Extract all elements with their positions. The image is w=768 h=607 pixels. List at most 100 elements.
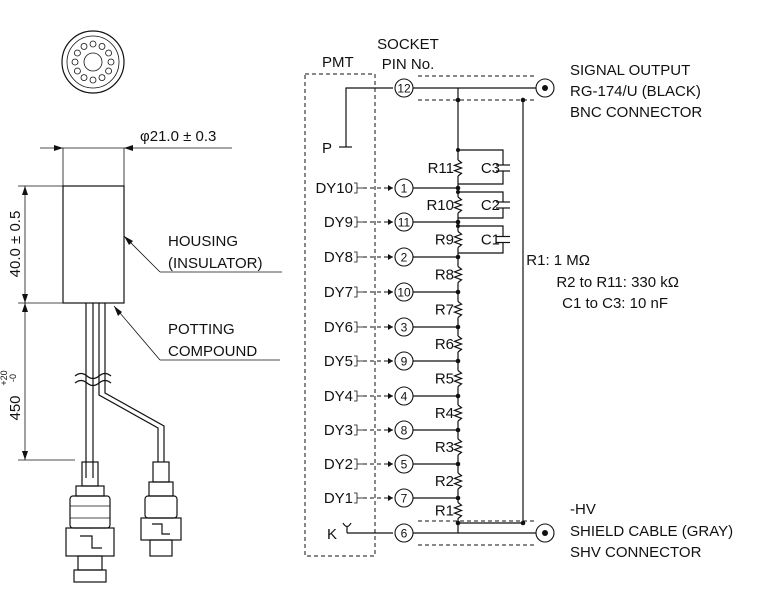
cable-tolerance-minus: -0 (8, 374, 18, 382)
dynode-dy2: DY2 5 (324, 454, 461, 474)
cable-length-label: 450 (7, 395, 24, 420)
cables (74, 303, 165, 478)
capacitor-label: C2 (481, 197, 500, 214)
hv-label: -HV (570, 501, 596, 518)
resistor-label: R8 (435, 267, 454, 284)
shv-connector-label: SHV CONNECTOR (570, 544, 702, 561)
signal-coax (418, 75, 555, 523)
resistor-r7: R7 (435, 292, 464, 327)
voltage-divider-schematic: PMT SOCKET PIN No. P 12 SIGNAL OUTPUT RG… (304, 36, 733, 561)
resistor-r4: R4 (435, 396, 464, 430)
socket-pin-hole (107, 58, 115, 66)
pin-no-label: PIN No. (382, 56, 435, 73)
cathode-pin-number: 6 (401, 527, 408, 541)
resistor-r8: R8 (435, 257, 464, 292)
r2-r11-value-label: R2 to R11: 330 kΩ (556, 274, 679, 291)
resistor-r2: R2 (435, 464, 464, 498)
pin-number: 7 (401, 492, 408, 506)
dynode-label: DY8 (324, 249, 353, 266)
dynode-label: DY3 (324, 422, 353, 439)
capacitor-label: C3 (481, 160, 500, 177)
pin-number: 2 (401, 251, 408, 265)
anode-label: P (322, 140, 332, 157)
dynode-label: DY9 (324, 214, 353, 231)
socket-pin-hole (105, 67, 112, 75)
resistor-label: R4 (435, 405, 454, 422)
cable-length-dimension: 450 +20 -0 (0, 303, 75, 461)
capacitor-c1: C1 (456, 224, 510, 254)
pin-number: 1 (401, 182, 408, 196)
resistor-label: R10 (426, 197, 454, 214)
capacitor-c2: C2 (456, 190, 510, 219)
pin-number: 3 (401, 321, 408, 335)
resistor-label: R11 (428, 160, 454, 177)
anode-pin-number: 12 (397, 82, 411, 96)
pin-number: 11 (398, 216, 411, 230)
cable-tolerance-plus: +20 (0, 370, 9, 385)
anode-p: P 12 (322, 78, 536, 157)
socket-face-view (61, 30, 125, 94)
dynode-label: DY10 (315, 180, 353, 197)
mechanical-drawing: φ21.0 ± 0.3 40.0 ± 0.5 450 +20 -0 (0, 30, 282, 583)
housing-label-1: HOUSING (168, 233, 238, 250)
potting-callout: POTTING COMPOUND (113, 305, 280, 361)
housing-label-2: (INSULATOR) (168, 255, 262, 272)
r1-value-label: R1: 1 MΩ (526, 252, 590, 269)
resistor-r11: R11 (428, 100, 464, 188)
pin-number: 5 (401, 458, 408, 472)
dynode-label: DY1 (324, 490, 353, 507)
housing-body (62, 185, 125, 304)
socket-pin-hole (71, 58, 79, 66)
pin-number: 8 (401, 424, 408, 438)
dynode-dy10: DY10 1 (315, 178, 461, 198)
socket-pin-hole (80, 74, 88, 81)
resistor-r3: R3 (435, 430, 464, 464)
dynode-dy8: DY8 2 (324, 247, 461, 267)
housing-callout: HOUSING (INSULATOR) (123, 233, 282, 273)
bnc-connector-drawing (140, 461, 182, 557)
dynode-dy1: DY1 7 (324, 488, 461, 508)
socket-pin-hole (80, 43, 88, 50)
resistor-r6: R6 (435, 327, 464, 361)
resistor-label: R2 (435, 473, 454, 490)
dynode-label: DY6 (324, 319, 353, 336)
dynode-dy7: DY7 10 (324, 282, 461, 302)
resistor-r10: R10 (426, 188, 464, 222)
capacitor-label: C1 (481, 232, 500, 249)
pin-number: 10 (397, 286, 411, 300)
hv-coax (418, 520, 555, 546)
diameter-dimension: φ21.0 ± 0.3 (40, 128, 232, 186)
dynode-label: DY2 (324, 456, 353, 473)
dynode-label: DY5 (324, 353, 353, 370)
resistor-label: R9 (435, 232, 454, 249)
dynode-dy5: DY5 9 (324, 351, 461, 371)
cathode-k: K 6 (327, 522, 536, 543)
dynode-label: DY7 (324, 284, 353, 301)
body-length-dimension: 40.0 ± 0.5 (7, 185, 63, 304)
cathode-label: K (327, 526, 337, 543)
socket-label: SOCKET (377, 36, 439, 53)
shv-connector-drawing (65, 461, 115, 583)
resistor-label: R3 (435, 439, 454, 456)
resistor-r1: R1 (435, 498, 464, 523)
socket-pin-hole (74, 49, 81, 57)
socket-pin-hole (98, 43, 106, 50)
potting-label-1: POTTING (168, 321, 235, 338)
socket-pin-hole (89, 40, 97, 48)
resistor-label: R1 (435, 503, 454, 520)
pin-number: 4 (401, 390, 408, 404)
socket-pin-hole (74, 67, 81, 75)
resistor-label: R5 (435, 371, 454, 388)
capacitor-c3: C3 (456, 148, 510, 185)
c1-c3-value-label: C1 to C3: 10 nF (562, 295, 668, 312)
pin-number: 9 (401, 355, 408, 369)
dynode-dy9: DY9 11 (324, 212, 461, 232)
dynode-dy3: DY3 8 (324, 420, 461, 440)
shield-cable-label: SHIELD CABLE (GRAY) (570, 523, 733, 540)
resistor-r5: R5 (435, 361, 464, 396)
resistor-label: R6 (435, 336, 454, 353)
potting-label-2: COMPOUND (168, 343, 257, 360)
socket-pin-hole (105, 49, 112, 57)
